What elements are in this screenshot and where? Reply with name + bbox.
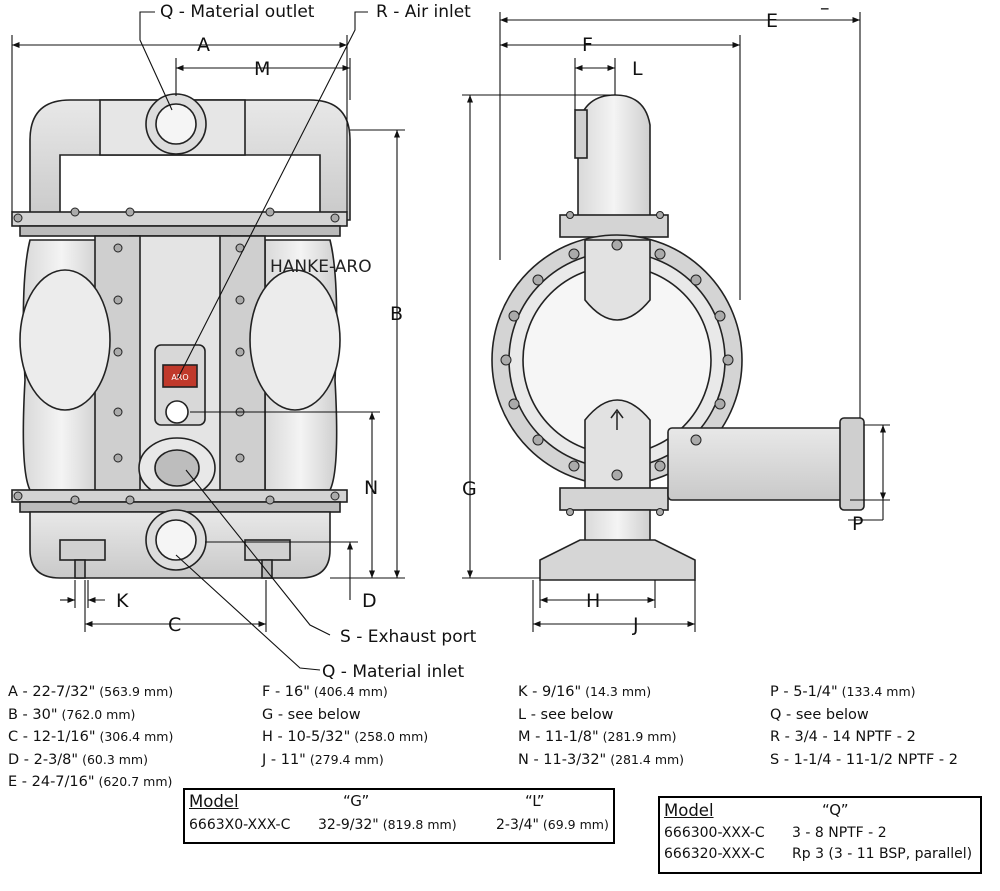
callout-exhaust-port: S - Exhaust port (340, 627, 477, 647)
table-header-row: Model “G” “L” (185, 790, 613, 814)
spec-j: J - 11" (279.4 mm) (262, 751, 384, 768)
table-row: 6663X0-XXX-C 32-9/32" (819.8 mm) 2-3/4" … (185, 814, 613, 836)
aro-badge: ARO (171, 373, 188, 382)
spec-column-4: P - 5-1/4" (133.4 mm) Q - see below R - … (770, 681, 958, 771)
row-l-value: 2-3/4" (69.9 mm) (496, 817, 609, 833)
spec-r: R - 3/4 - 14 NPTF - 2 (770, 729, 916, 745)
spec-b: B - 30" (762.0 mm) (8, 706, 136, 723)
spec-g: G - see below (262, 706, 361, 723)
header-g: “G” (343, 792, 370, 810)
pump-dimension-drawing: ARO (11, 0, 890, 680)
row-model: 6663X0-XXX-C (189, 817, 291, 833)
dim-label-b: B (390, 303, 403, 325)
spec-n: N - 11-3/32" (281.4 mm) (518, 751, 685, 768)
side-view (491, 94, 865, 581)
callout-material-inlet: Q - Material inlet (322, 662, 464, 680)
dim-label-k: K (116, 590, 129, 612)
dim-label-p: P (852, 513, 863, 535)
dash-mark: – (820, 0, 830, 19)
header-model: Model (189, 792, 239, 811)
spec-h: H - 10-5/32" (258.0 mm) (262, 729, 429, 745)
dim-label-g: G (462, 478, 477, 500)
dim-label-n: N (364, 477, 378, 499)
spec-f: F - 16" (406.4 mm) (262, 684, 388, 700)
table-header-row: Model “Q” (660, 798, 980, 822)
spec-column-2: F - 16" (406.4 mm) G - see below H - 10-… (262, 681, 428, 771)
dim-label-h: H (586, 590, 600, 612)
row-q-value: Rp 3 (3 - 11 BSP, parallel) (792, 846, 973, 862)
header-q: “Q” (822, 801, 849, 819)
spec-l: L - see below (518, 706, 614, 723)
spec-q: Q - see below (770, 706, 869, 723)
dim-label-c: C (168, 614, 181, 636)
front-view: ARO (11, 93, 351, 579)
dim-label-m: M (254, 58, 270, 80)
spec-column-1: A - 22-7/32" (563.9 mm) B - 30" (762.0 m… (8, 681, 173, 794)
spec-m: M - 11-1/8" (281.9 mm) (518, 729, 677, 745)
table-row: 666300-XXX-C 3 - 8 NPTF - 2 (660, 822, 980, 844)
spec-k: K - 9/16" (14.3 mm) (518, 684, 652, 700)
callout-air-inlet: R - Air inlet (376, 2, 471, 22)
row-q-value: 3 - 8 NPTF - 2 (792, 825, 887, 841)
dimension-lines (11, 12, 890, 632)
dim-label-l: L (632, 58, 643, 80)
leader-lines (139, 11, 368, 671)
dim-label-a: A (197, 34, 210, 56)
dim-label-e: E (766, 10, 778, 32)
spec-d: D - 2-3/8" (60.3 mm) (8, 751, 148, 768)
brand-text: HANKE-ARO (270, 257, 372, 277)
callout-material-outlet: Q - Material outlet (160, 2, 315, 22)
spec-c: C - 12-1/16" (306.4 mm) (8, 729, 174, 745)
dim-label-j: J (632, 614, 639, 636)
row-model: 666320-XXX-C (664, 846, 765, 862)
header-model: Model (664, 801, 714, 820)
model-q-table: Model “Q” 666300-XXX-C 3 - 8 NPTF - 2 66… (658, 796, 982, 874)
dim-label-d: D (362, 590, 377, 612)
spec-column-3: K - 9/16" (14.3 mm) L - see below M - 11… (518, 681, 684, 771)
spec-a: A - 22-7/32" (563.9 mm) (8, 684, 174, 700)
header-l: “L” (525, 792, 545, 810)
model-g-l-table: Model “G” “L” 6663X0-XXX-C 32-9/32" (819… (183, 788, 615, 844)
spec-p: P - 5-1/4" (133.4 mm) (770, 684, 916, 700)
row-g-value: 32-9/32" (819.8 mm) (318, 817, 457, 833)
dim-label-f: F (582, 34, 593, 56)
row-model: 666300-XXX-C (664, 825, 765, 841)
spec-e: E - 24-7/16" (620.7 mm) (8, 774, 173, 790)
table-row: 666320-XXX-C Rp 3 (3 - 11 BSP, parallel) (660, 844, 980, 866)
spec-s: S - 1-1/4 - 11-1/2 NPTF - 2 (770, 751, 958, 768)
